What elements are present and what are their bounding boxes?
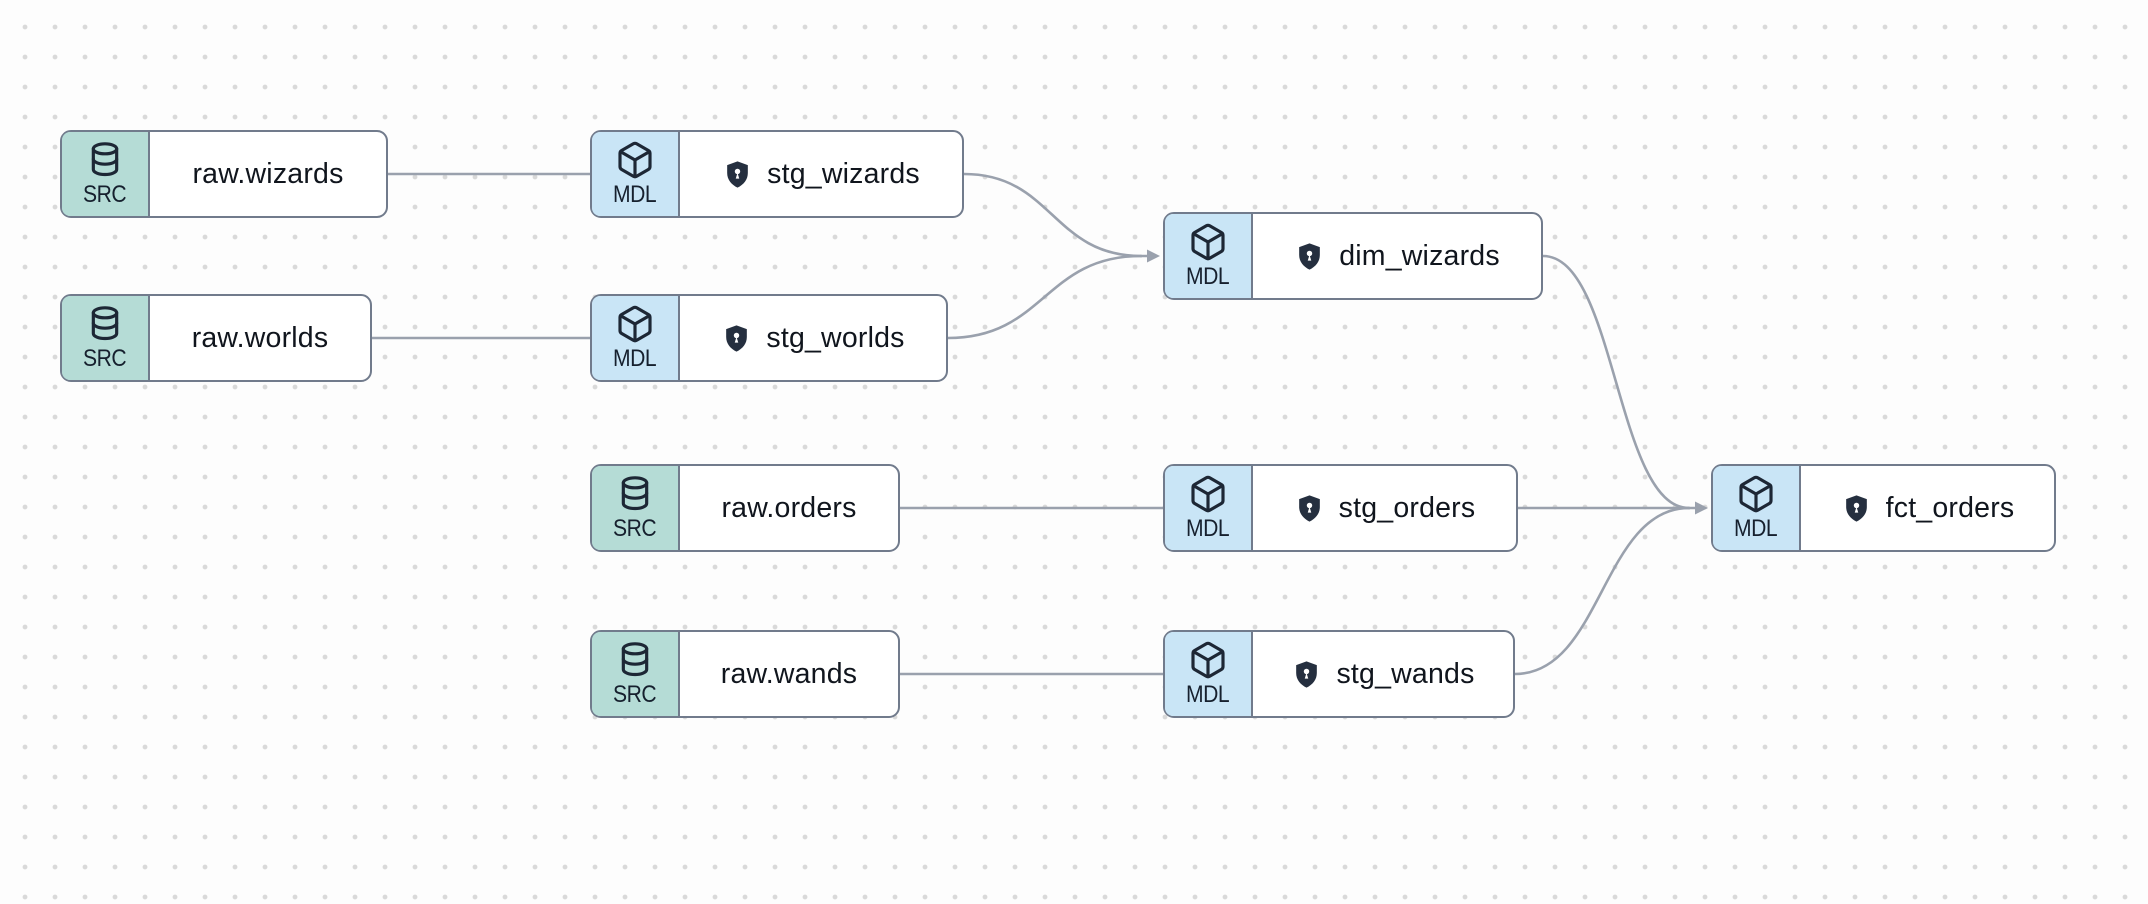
database-icon xyxy=(85,304,125,344)
shield-lock-icon xyxy=(1291,659,1322,690)
node-type-label: MDL xyxy=(1186,680,1230,708)
edge-dim_wizards-to-fct_orders xyxy=(1541,254,1691,510)
node-body: dim_wizards xyxy=(1253,214,1541,298)
node-label: stg_wizards xyxy=(767,157,920,190)
database-icon xyxy=(615,640,655,680)
cube-icon xyxy=(1736,474,1776,514)
database-icon xyxy=(615,474,655,514)
cube-icon xyxy=(1188,222,1228,262)
node-raw_wands[interactable]: SRC raw.wands xyxy=(590,630,900,718)
node-type-badge: SRC xyxy=(592,632,680,716)
node-body: stg_worlds xyxy=(680,296,946,380)
node-type-badge: MDL xyxy=(1165,466,1253,550)
node-stg_wands[interactable]: MDL stg_wands xyxy=(1163,630,1515,718)
node-stg_orders[interactable]: MDL stg_orders xyxy=(1163,464,1518,552)
node-raw_orders[interactable]: SRC raw.orders xyxy=(590,464,900,552)
node-stg_worlds[interactable]: MDL stg_worlds xyxy=(590,294,948,382)
edge-stg_worlds-to-dim_wizards xyxy=(946,254,1143,340)
node-type-badge: SRC xyxy=(62,132,150,216)
shield-lock-icon xyxy=(722,159,753,190)
node-body: raw.worlds xyxy=(150,296,370,380)
node-type-label: MDL xyxy=(613,180,657,208)
node-label: dim_wizards xyxy=(1339,239,1500,272)
node-type-label: SRC xyxy=(83,344,127,372)
node-body: stg_wizards xyxy=(680,132,962,216)
node-type-label: SRC xyxy=(613,680,657,708)
cube-icon xyxy=(1188,474,1228,514)
node-raw_worlds[interactable]: SRC raw.worlds xyxy=(60,294,372,382)
edge-stg_wizards-to-dim_wizards xyxy=(962,172,1143,258)
node-body: fct_orders xyxy=(1801,466,2054,550)
node-type-badge: MDL xyxy=(592,132,680,216)
node-body: raw.wizards xyxy=(150,132,386,216)
edge-to-fct_orders-arrowhead xyxy=(1695,501,1708,515)
edge-stg_wands-to-fct_orders xyxy=(1513,506,1691,676)
node-dim_wizards[interactable]: MDL dim_wizards xyxy=(1163,212,1543,300)
node-body: stg_wands xyxy=(1253,632,1513,716)
node-label: raw.worlds xyxy=(191,321,329,354)
node-label: stg_worlds xyxy=(766,321,905,354)
cube-icon xyxy=(615,140,655,180)
node-label: stg_wands xyxy=(1336,657,1475,690)
database-icon xyxy=(85,140,125,180)
node-type-label: MDL xyxy=(1186,514,1230,542)
cube-icon xyxy=(1188,640,1228,680)
node-type-label: MDL xyxy=(613,344,657,372)
node-type-label: MDL xyxy=(1186,262,1230,290)
node-type-label: MDL xyxy=(1734,514,1778,542)
node-type-badge: MDL xyxy=(1165,214,1253,298)
node-type-badge: SRC xyxy=(592,466,680,550)
node-type-label: SRC xyxy=(83,180,127,208)
node-raw_wizards[interactable]: SRC raw.wizards xyxy=(60,130,388,218)
node-label: raw.wizards xyxy=(192,157,344,190)
node-body: stg_orders xyxy=(1253,466,1516,550)
node-label: stg_orders xyxy=(1338,491,1476,524)
node-type-badge: MDL xyxy=(1165,632,1253,716)
node-type-label: SRC xyxy=(613,514,657,542)
node-type-badge: MDL xyxy=(1713,466,1801,550)
edge-to-dim_wizards-arrowhead xyxy=(1147,249,1160,263)
node-type-badge: SRC xyxy=(62,296,150,380)
shield-lock-icon xyxy=(721,323,752,354)
cube-icon xyxy=(615,304,655,344)
shield-lock-icon xyxy=(1294,493,1325,524)
shield-lock-icon xyxy=(1841,493,1872,524)
shield-lock-icon xyxy=(1294,241,1325,272)
node-stg_wizards[interactable]: MDL stg_wizards xyxy=(590,130,964,218)
node-body: raw.wands xyxy=(680,632,898,716)
node-label: raw.orders xyxy=(721,491,857,524)
node-body: raw.orders xyxy=(680,466,898,550)
node-type-badge: MDL xyxy=(592,296,680,380)
node-fct_orders[interactable]: MDL fct_orders xyxy=(1711,464,2056,552)
node-label: raw.wands xyxy=(720,657,858,690)
node-label: fct_orders xyxy=(1885,491,2015,524)
